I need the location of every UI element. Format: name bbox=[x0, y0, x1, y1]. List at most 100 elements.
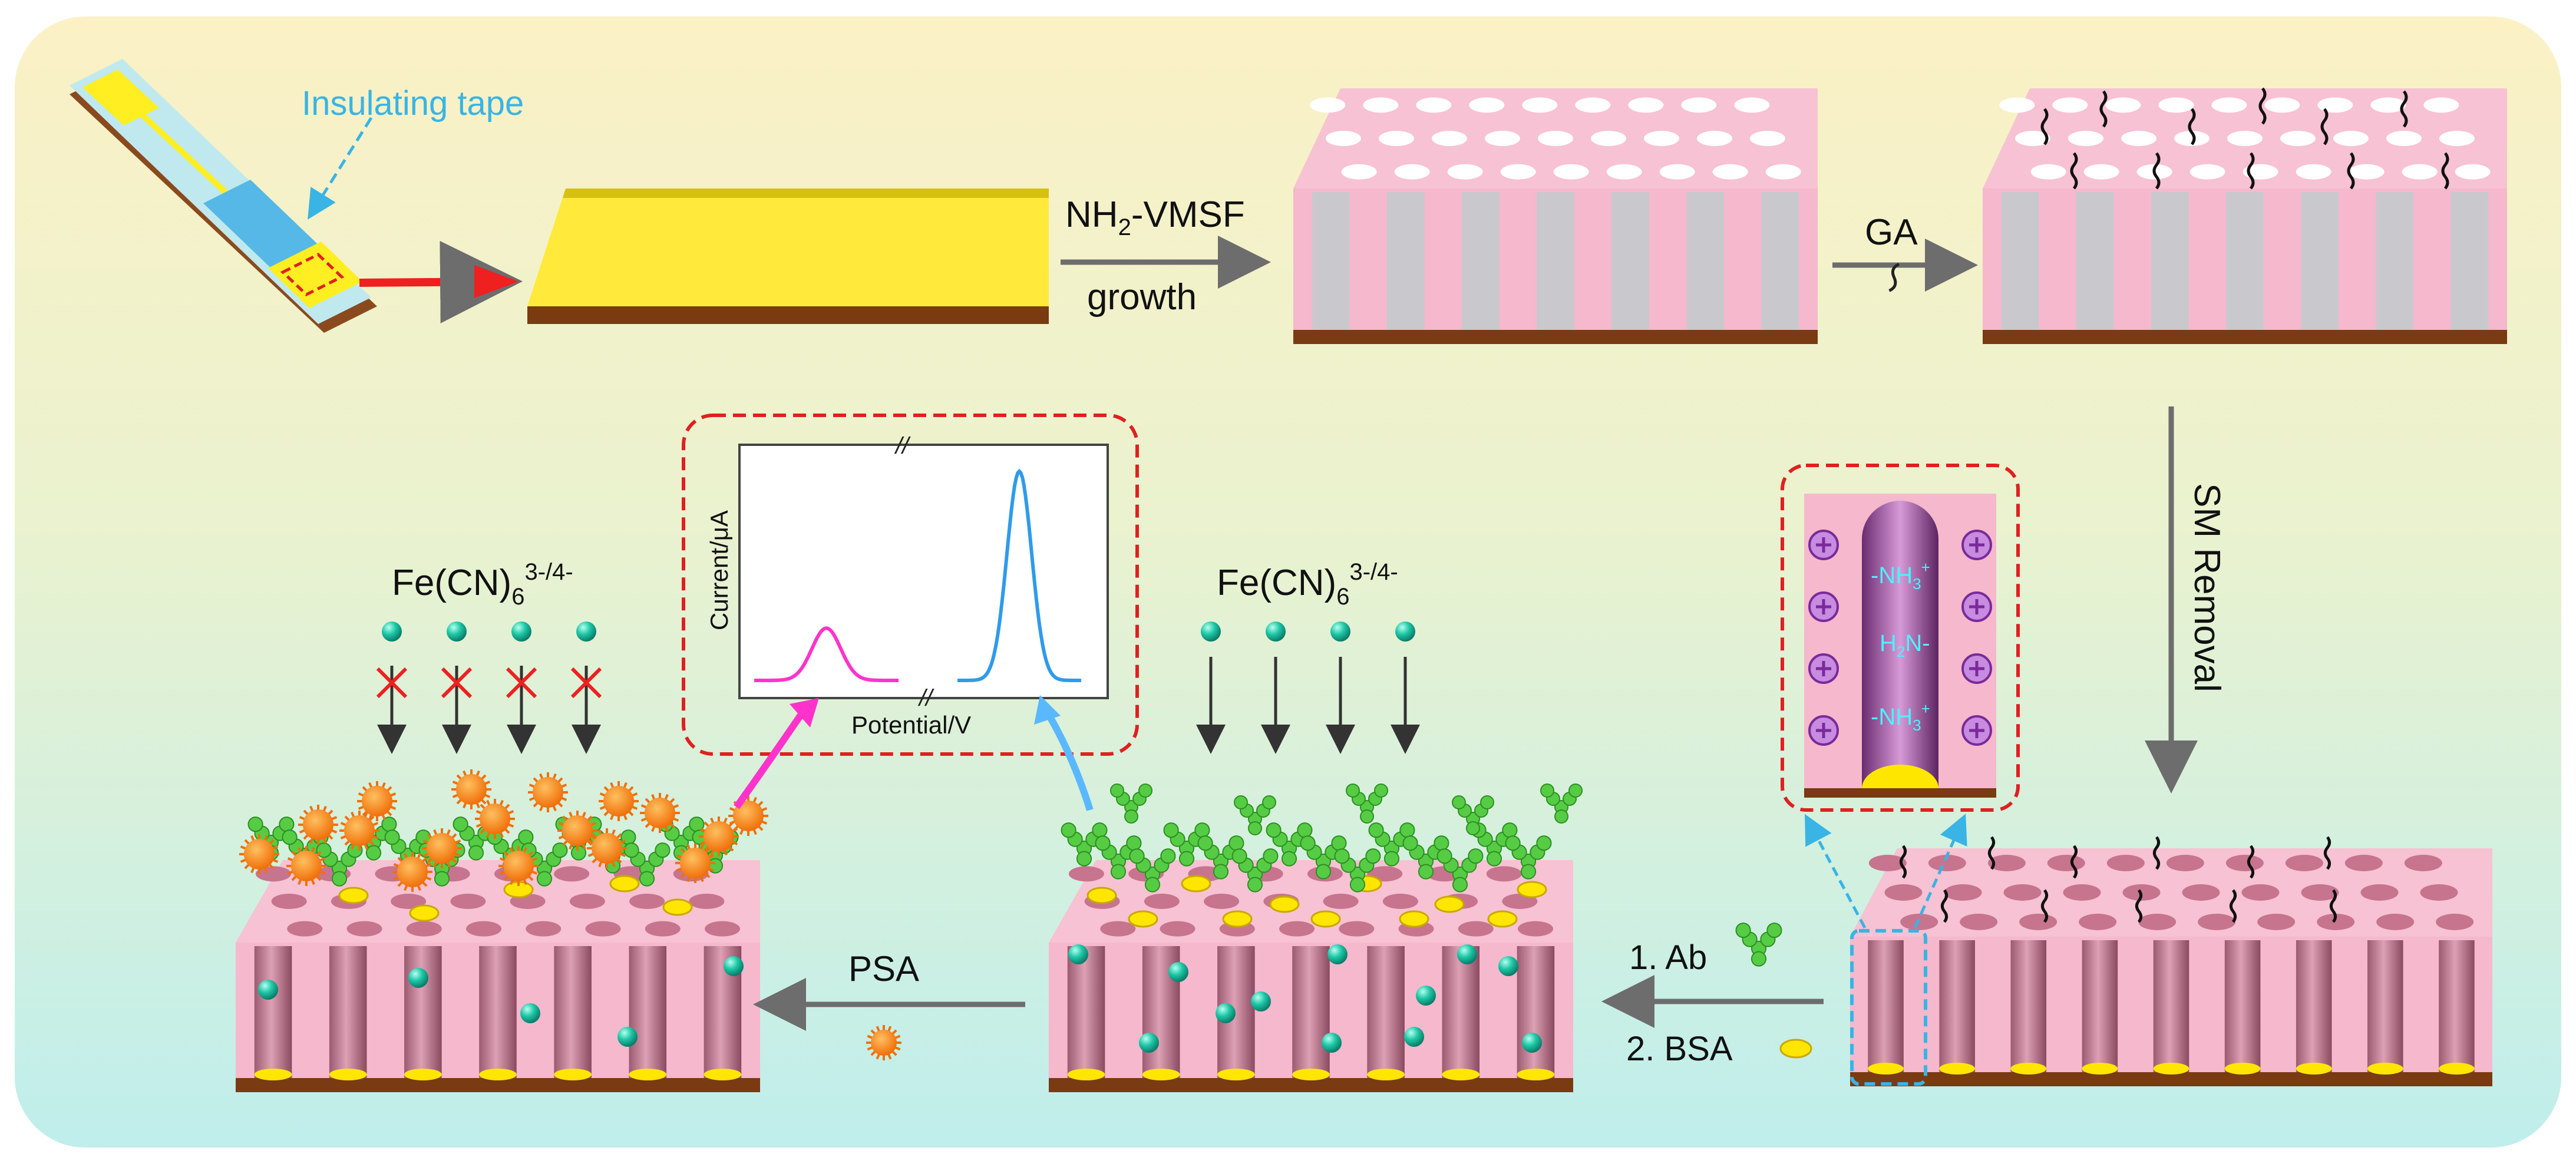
amine3-text: -NH bbox=[1871, 704, 1913, 730]
surface-pore-opening bbox=[1447, 164, 1483, 180]
surface-pore-opening bbox=[2317, 97, 2353, 113]
redox-probe-icon bbox=[1330, 621, 1350, 642]
surface-pore-opening bbox=[2003, 884, 2042, 901]
surface-pore-opening bbox=[1591, 131, 1626, 146]
plot-xlabel: Potential/V bbox=[851, 711, 971, 739]
electrode-base-spot bbox=[1067, 1069, 1105, 1080]
psa-antigen-icon bbox=[866, 1025, 901, 1060]
nanochannel-pore bbox=[1292, 946, 1330, 1078]
probe-left-sup: 3-/4- bbox=[524, 559, 573, 585]
surface-pore-opening bbox=[2106, 855, 2145, 871]
growth-label: growth bbox=[1087, 277, 1197, 318]
surface-pore-opening bbox=[1326, 131, 1361, 146]
bsa-blocker-icon bbox=[1181, 875, 1211, 892]
surface-pore-opening bbox=[1379, 131, 1414, 146]
electrode-base-spot bbox=[1442, 1069, 1480, 1080]
psa-antigen-icon bbox=[599, 781, 639, 821]
surface-pore-opening bbox=[1697, 131, 1732, 146]
vmsf-label-sub: 2 bbox=[1118, 214, 1131, 240]
psa-antigen-icon bbox=[640, 793, 680, 833]
redox-probe-icon bbox=[447, 621, 467, 642]
ga-linker-icon bbox=[2229, 889, 2237, 923]
svg-text:Fe(CN)63-/4-: Fe(CN)63-/4- bbox=[1217, 559, 1398, 610]
redox-probe-icon bbox=[258, 980, 278, 1000]
redox-probe-icon bbox=[724, 956, 744, 976]
ga-label: GA bbox=[1865, 212, 1918, 253]
ga-linker-icon bbox=[2258, 87, 2267, 125]
antibody-icon bbox=[1129, 848, 1176, 892]
nanochannel-pore bbox=[2082, 940, 2118, 1072]
surface-pore-opening bbox=[1928, 855, 1966, 871]
surface-pore-opening bbox=[1644, 131, 1679, 146]
bsa-blocker-icon bbox=[1487, 910, 1518, 928]
electrode-base-spot bbox=[2367, 1063, 2403, 1075]
vmsf-label-rest: -VMSF bbox=[1131, 194, 1245, 235]
nanochannel-pore bbox=[404, 946, 442, 1078]
surface-pore-opening bbox=[1553, 164, 1589, 180]
surface-pore-opening bbox=[1518, 921, 1554, 937]
probe-mid-label: Fe(CN) bbox=[1217, 563, 1336, 603]
ga-linker-icon bbox=[2040, 108, 2049, 146]
step-arrow-ga: GA bbox=[1832, 212, 1978, 292]
nanochannel-pore bbox=[479, 946, 517, 1078]
nanochannel-pore bbox=[554, 946, 592, 1078]
surface-pore-opening bbox=[2079, 914, 2117, 930]
redox-probe-icon bbox=[520, 1003, 540, 1023]
dpv-plot-inset: // // Current/μA Potential/V bbox=[682, 414, 1139, 756]
surface-pore-opening bbox=[2015, 131, 2050, 146]
plot-ylabel: Current/μA bbox=[705, 510, 733, 630]
redox-probe-icon bbox=[1457, 944, 1477, 964]
redox-probe-icon bbox=[1395, 621, 1415, 642]
surface-pore-opening bbox=[1068, 866, 1104, 882]
surface-pore-opening bbox=[2402, 164, 2438, 180]
step-arrow-ab-bsa: 1. Ab 2. BSA bbox=[1601, 923, 1824, 1068]
redox-probe-icon bbox=[1168, 962, 1188, 982]
nanochannel-pore bbox=[1686, 192, 1725, 330]
redox-probe-icon bbox=[1404, 1027, 1424, 1047]
surface-pore-opening bbox=[2257, 914, 2296, 930]
psa-antigen-icon bbox=[675, 843, 715, 883]
surface-pore-opening bbox=[2436, 914, 2474, 930]
channel-inset: -NH3+ H2N- -NH3+ bbox=[1781, 464, 2020, 812]
surface-pore-opening bbox=[1144, 894, 1180, 909]
dpv-curves bbox=[754, 468, 1081, 682]
surface-pore-opening bbox=[1765, 164, 1801, 180]
blocked-cross-icon bbox=[441, 667, 473, 699]
svg-text:-NH3+: -NH3+ bbox=[1871, 558, 1930, 593]
bsa-blocker-icon bbox=[609, 875, 640, 892]
surface-pore-opening bbox=[2285, 855, 2323, 871]
substrate-layer bbox=[1983, 330, 2507, 344]
nanochannel-pore bbox=[1868, 940, 1904, 1072]
ga-linker-icon bbox=[2323, 836, 2331, 870]
electrode-base-spot bbox=[404, 1069, 442, 1080]
step-arrow-vmsf-growth: NH2-VMSF growth bbox=[1061, 194, 1271, 318]
redox-probe-icon bbox=[1416, 986, 1436, 1006]
surface-pore-opening bbox=[1944, 884, 1982, 901]
electrode-base-spot bbox=[2153, 1063, 2189, 1075]
psa-antigen-icon bbox=[557, 811, 597, 851]
antibody-icon bbox=[1234, 795, 1276, 835]
surface-pore-opening bbox=[2439, 131, 2475, 146]
nanochannel-pore bbox=[2151, 192, 2189, 330]
ga-linker-icon bbox=[1987, 836, 1996, 870]
svg-text:NH2-VMSF: NH2-VMSF bbox=[1065, 194, 1245, 240]
surface-pore-opening bbox=[2121, 131, 2156, 146]
surface-pore-opening bbox=[2019, 914, 2058, 930]
surface-pore-opening bbox=[1279, 921, 1315, 937]
redox-probe-icon bbox=[511, 621, 531, 642]
ab-label: 1. Ab bbox=[1629, 938, 1707, 977]
ga-linker-icon bbox=[2070, 845, 2078, 879]
antibody-icon bbox=[316, 842, 363, 887]
nanochannel-pore bbox=[2376, 192, 2414, 330]
ga-linker-icon bbox=[2070, 152, 2078, 190]
bsa-blocker-icon bbox=[1128, 910, 1158, 928]
psa-bound-film bbox=[236, 769, 768, 1092]
positive-charge-icons bbox=[1808, 530, 1992, 746]
surface-pore-opening bbox=[1339, 921, 1375, 937]
redox-probe-icon bbox=[1201, 621, 1221, 642]
surface-pore-opening bbox=[1734, 97, 1770, 113]
psa-antigen-icon bbox=[728, 796, 768, 836]
antibody-icon bbox=[1110, 783, 1152, 824]
amine2-rest: N- bbox=[1905, 630, 1930, 656]
